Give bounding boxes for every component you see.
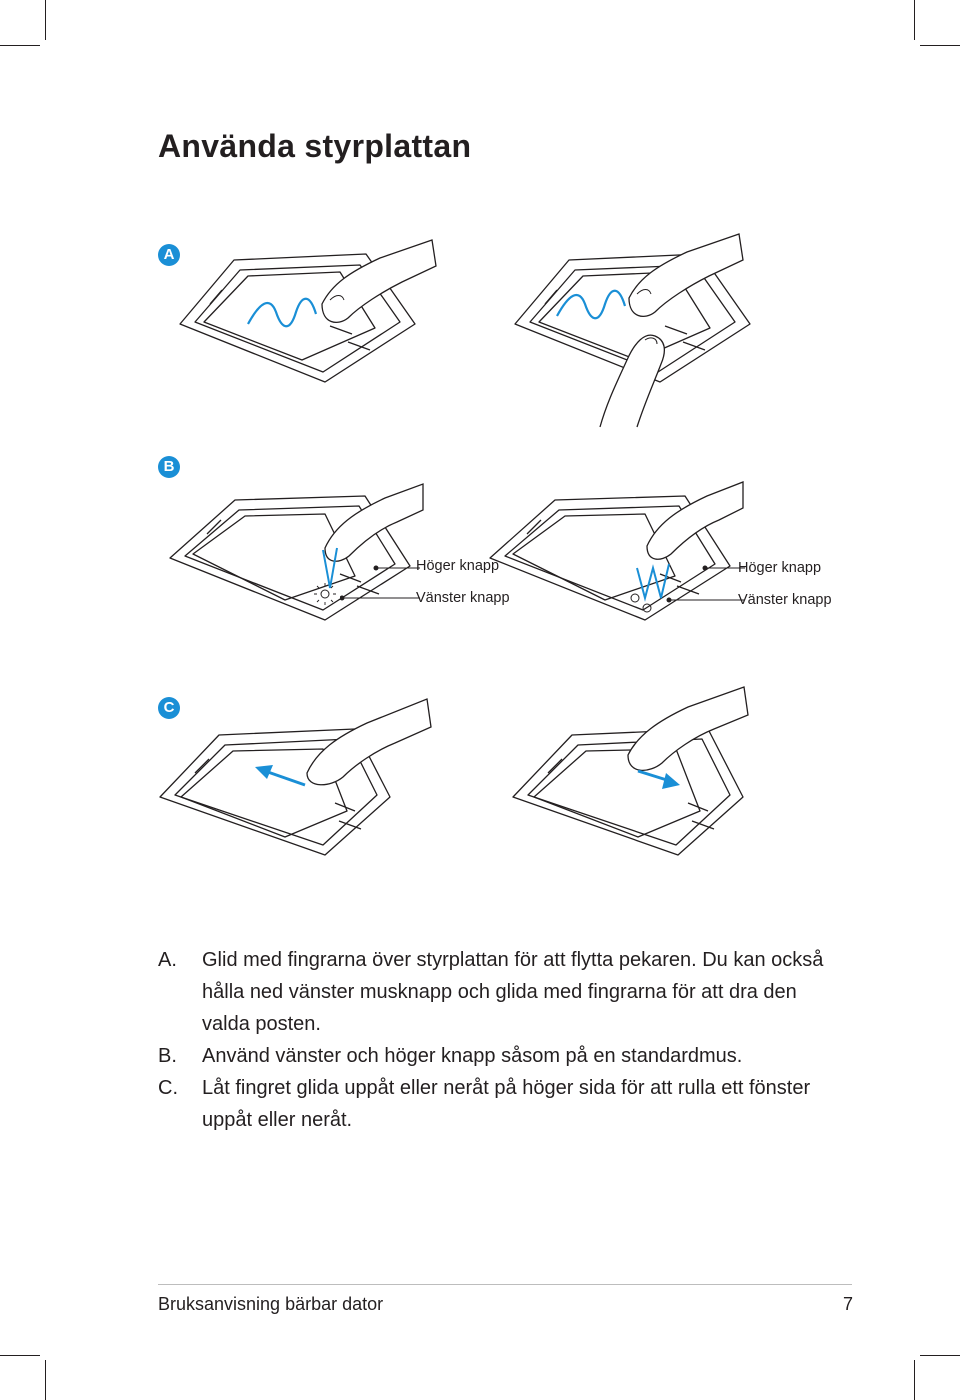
right-button-label-2: Höger knapp bbox=[738, 560, 822, 576]
footer-manual-title: Bruksanvisning bärbar dator bbox=[158, 1294, 384, 1314]
figure-b-badge: B bbox=[158, 456, 180, 478]
crop-mark bbox=[914, 0, 915, 40]
figure-c-badge: C bbox=[158, 697, 180, 719]
page-number: 7 bbox=[843, 1294, 854, 1314]
left-button-label: Vänster knapp bbox=[416, 590, 510, 606]
figure-a-touchpad-right bbox=[514, 233, 751, 428]
figure-c-touchpad-right bbox=[512, 686, 749, 856]
instruction-item-c: C. Låt fingret glida uppåt eller neråt p… bbox=[158, 1072, 838, 1136]
crop-mark bbox=[45, 1360, 46, 1400]
instruction-label: A. bbox=[158, 949, 177, 971]
figure-b-callout-lines-left bbox=[340, 565, 420, 601]
crop-mark bbox=[45, 0, 46, 40]
instruction-item-a: A. Glid med fingrarna över styrplattan f… bbox=[158, 944, 838, 1040]
instruction-text: Använd vänster och höger knapp såsom på … bbox=[202, 1045, 743, 1067]
figure-c-touchpad-left bbox=[159, 698, 432, 856]
page-title: Använda styrplattan bbox=[158, 128, 472, 164]
crop-mark bbox=[920, 45, 960, 46]
figure-b-touchpad-left bbox=[169, 483, 424, 621]
instruction-text: Låt fingret glida uppåt eller neråt på h… bbox=[202, 1077, 811, 1131]
crop-mark bbox=[920, 1355, 960, 1356]
crop-mark bbox=[0, 1355, 40, 1356]
figure-a-touchpad-left bbox=[179, 239, 437, 383]
figure-b-callout-lines-right bbox=[666, 565, 745, 603]
instruction-text: Glid med fingrarna över styrplattan för … bbox=[202, 949, 824, 1035]
instruction-label: B. bbox=[158, 1045, 177, 1067]
figure-a-badge: A bbox=[158, 244, 180, 266]
instruction-item-b: B. Använd vänster och höger knapp såsom … bbox=[158, 1040, 838, 1072]
figure-b-touchpad-right bbox=[489, 481, 744, 621]
crop-mark bbox=[0, 45, 40, 46]
instruction-list: A. Glid med fingrarna över styrplattan f… bbox=[158, 944, 838, 1136]
right-button-label: Höger knapp bbox=[416, 558, 500, 574]
instruction-label: C. bbox=[158, 1077, 178, 1099]
left-button-label-2: Vänster knapp bbox=[738, 592, 832, 608]
crop-mark bbox=[914, 1360, 915, 1400]
footer-divider bbox=[158, 1284, 852, 1285]
